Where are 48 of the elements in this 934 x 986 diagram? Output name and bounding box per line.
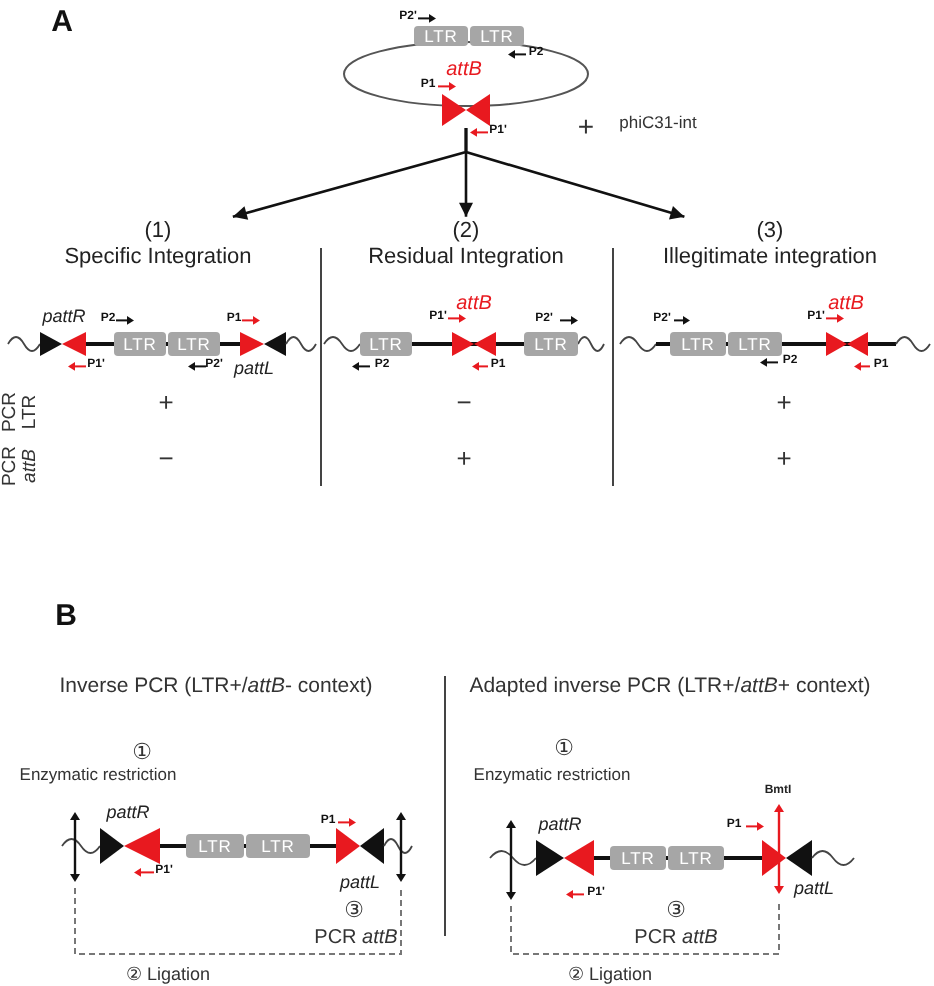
- step-label: PCR attB: [314, 926, 398, 950]
- step-number: ③: [344, 899, 364, 925]
- step-number: ①: [554, 737, 574, 763]
- step-label: Enzymatic restriction: [473, 766, 631, 786]
- step-label: ② Ligation: [567, 963, 653, 985]
- panel-letter: A: [51, 4, 73, 40]
- ltr-box: LTR: [360, 332, 412, 356]
- site-label: pattL: [793, 877, 835, 899]
- site-label: pattR: [42, 305, 86, 327]
- step-label: ② Ligation: [125, 963, 211, 985]
- step-number: ①: [132, 741, 152, 767]
- result-sign: +: [776, 445, 792, 475]
- ltr-box: LTR: [524, 332, 578, 356]
- arrow: [464, 128, 685, 220]
- result-sign: +: [158, 389, 174, 419]
- panel-title: Adapted inverse PCR (LTR+/attB+ context): [469, 673, 871, 699]
- outcome-heading: (1) Specific Integration: [64, 218, 252, 270]
- outcome-heading: (3) Illegitimate integration: [663, 218, 877, 270]
- ltr-box: LTR: [246, 834, 310, 858]
- row-label: PCR LTR: [1, 391, 43, 433]
- panel-letter: B: [55, 598, 77, 634]
- outcome-heading: (2) Residual Integration: [368, 218, 564, 270]
- site-label: attB: [456, 292, 492, 316]
- row-label: PCR attB: [1, 445, 43, 487]
- ltr-box: LTR: [168, 332, 220, 356]
- ltr-box: LTR: [668, 846, 724, 870]
- site-label: attB: [828, 292, 864, 316]
- panel-title: Inverse PCR (LTR+/attB- context): [59, 673, 373, 699]
- site-label: pattR: [538, 813, 582, 835]
- site-label: attB: [446, 58, 482, 82]
- site-label: pattL: [339, 871, 381, 893]
- step-label: PCR attB: [634, 926, 718, 950]
- step-number: ③: [666, 899, 686, 925]
- site-label: pattR: [106, 801, 150, 823]
- ltr-box: LTR: [610, 846, 666, 870]
- result-sign: −: [158, 445, 174, 475]
- result-sign: +: [456, 445, 472, 475]
- ltr-box: LTR: [186, 834, 244, 858]
- ltr-box: LTR: [728, 332, 782, 356]
- ltr-box: LTR: [414, 26, 468, 46]
- result-sign: −: [456, 389, 472, 419]
- plus-sign: +: [577, 109, 595, 143]
- ltr-box: LTR: [114, 332, 166, 356]
- result-sign: +: [776, 389, 792, 419]
- ltr-box: LTR: [670, 332, 726, 356]
- step-label: Enzymatic restriction: [19, 766, 177, 786]
- site-label: pattL: [233, 357, 275, 379]
- ltr-box: LTR: [470, 26, 524, 46]
